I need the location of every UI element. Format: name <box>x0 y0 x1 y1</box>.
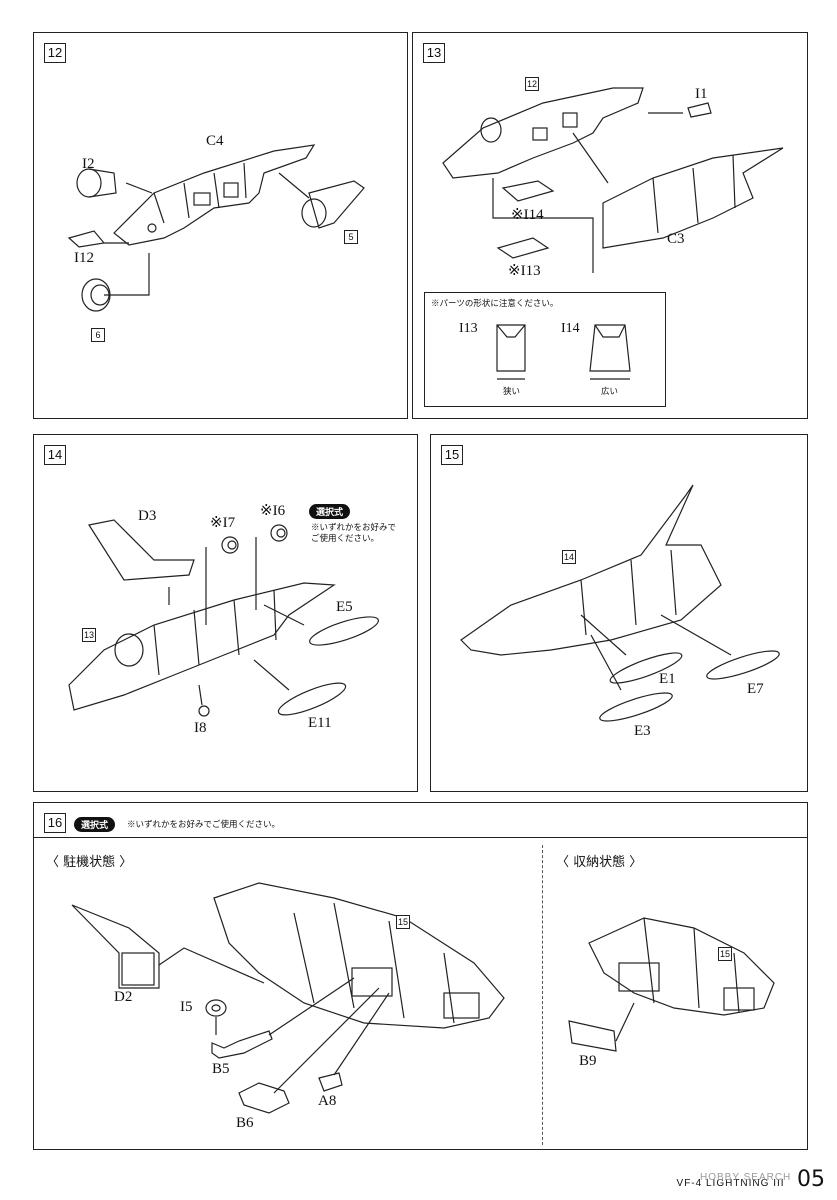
choice-tag: 選択式 <box>74 817 116 832</box>
step-13-illustration <box>442 87 784 273</box>
label-e3: E3 <box>634 723 651 739</box>
caution-label-i14: I14 <box>561 321 580 336</box>
label-i13: ※I13 <box>508 263 541 279</box>
product-title: VF-4 LIGHTNING III <box>676 1178 785 1189</box>
label-b9: B9 <box>579 1053 597 1069</box>
step-number: 14 <box>44 445 66 465</box>
step-number: 12 <box>44 43 66 63</box>
label-a8: A8 <box>318 1093 337 1109</box>
step-number: 15 <box>441 445 463 465</box>
label-b5: B5 <box>212 1061 230 1077</box>
label-i14: ※I14 <box>511 207 544 223</box>
label-i5: I5 <box>180 999 193 1015</box>
header-divider <box>34 837 807 838</box>
step-16-illustration <box>71 882 775 1114</box>
caution-illustration <box>496 324 631 380</box>
label-d2: D2 <box>114 989 133 1005</box>
label-b6: B6 <box>236 1115 254 1131</box>
label-i12: I12 <box>74 250 94 266</box>
label-i2: I2 <box>82 156 95 172</box>
label-e7: E7 <box>747 681 764 697</box>
shape-caution-box: ※パーツの形状に注意ください。 I13 I14 狭い 広い <box>424 292 666 407</box>
heading-stowed: 〈 収納状態 〉 <box>556 855 643 870</box>
ref-step-14: 14 <box>562 550 576 564</box>
step-14-panel: 14 D3 ※I7 ※I6 選択式 ※いずれかをお好みで ご使用ください。 13… <box>33 434 418 792</box>
choice-tag: 選択式 <box>309 504 351 519</box>
label-e11: E11 <box>308 715 332 731</box>
label-i6: ※I6 <box>260 503 286 519</box>
watermark: HOBBY SEARCH <box>700 1172 792 1183</box>
label-c4: C4 <box>206 133 224 149</box>
ref-step-15-stowed: 15 <box>718 947 732 961</box>
choice-note: ※いずれかをお好みでご使用ください。 <box>127 819 281 829</box>
option-divider <box>542 845 543 1145</box>
step-12-panel: 12 C4 I2 I12 5 6 <box>33 32 408 419</box>
heading-parked: 〈 駐機状態 〉 <box>46 855 133 870</box>
step-16-panel: 16 選択式 ※いずれかをお好みでご使用ください。 〈 駐機状態 〉 〈 収納状… <box>33 802 808 1150</box>
ref-step-5: 5 <box>344 230 358 244</box>
caution-title: ※パーツの形状に注意ください。 <box>431 298 559 308</box>
choice-block: 選択式 <box>309 502 351 520</box>
ref-step-6: 6 <box>91 328 105 342</box>
choice-note-2: ご使用ください。 <box>311 533 380 543</box>
ref-step-12: 12 <box>525 77 539 91</box>
label-d3: D3 <box>138 508 157 524</box>
step-14-illustration <box>68 519 379 717</box>
caution-note-narrow: 狭い <box>503 386 521 396</box>
label-i1: I1 <box>695 86 708 102</box>
choice-block: 選択式 <box>74 815 116 833</box>
page-number: 05 <box>797 1167 825 1192</box>
label-i7: ※I7 <box>210 515 236 531</box>
caution-note-wide: 広い <box>601 386 619 396</box>
step-number: 13 <box>423 43 445 63</box>
step-number: 16 <box>44 813 66 833</box>
step-12-illustration <box>67 144 365 312</box>
choice-note-1: ※いずれかをお好みで <box>311 522 397 532</box>
ref-step-13: 13 <box>82 628 96 642</box>
label-i8: I8 <box>194 720 207 736</box>
caution-label-i13: I13 <box>459 321 478 336</box>
label-c3: C3 <box>667 231 685 247</box>
page-footer: VF-4 LIGHTNING III 05 <box>677 1167 825 1192</box>
ref-step-15-parked: 15 <box>396 915 410 929</box>
step-15-panel: 15 14 E1 E7 E3 <box>430 434 808 792</box>
label-e1: E1 <box>659 671 676 687</box>
step-15-illustration <box>460 484 780 722</box>
label-e5: E5 <box>336 599 353 615</box>
